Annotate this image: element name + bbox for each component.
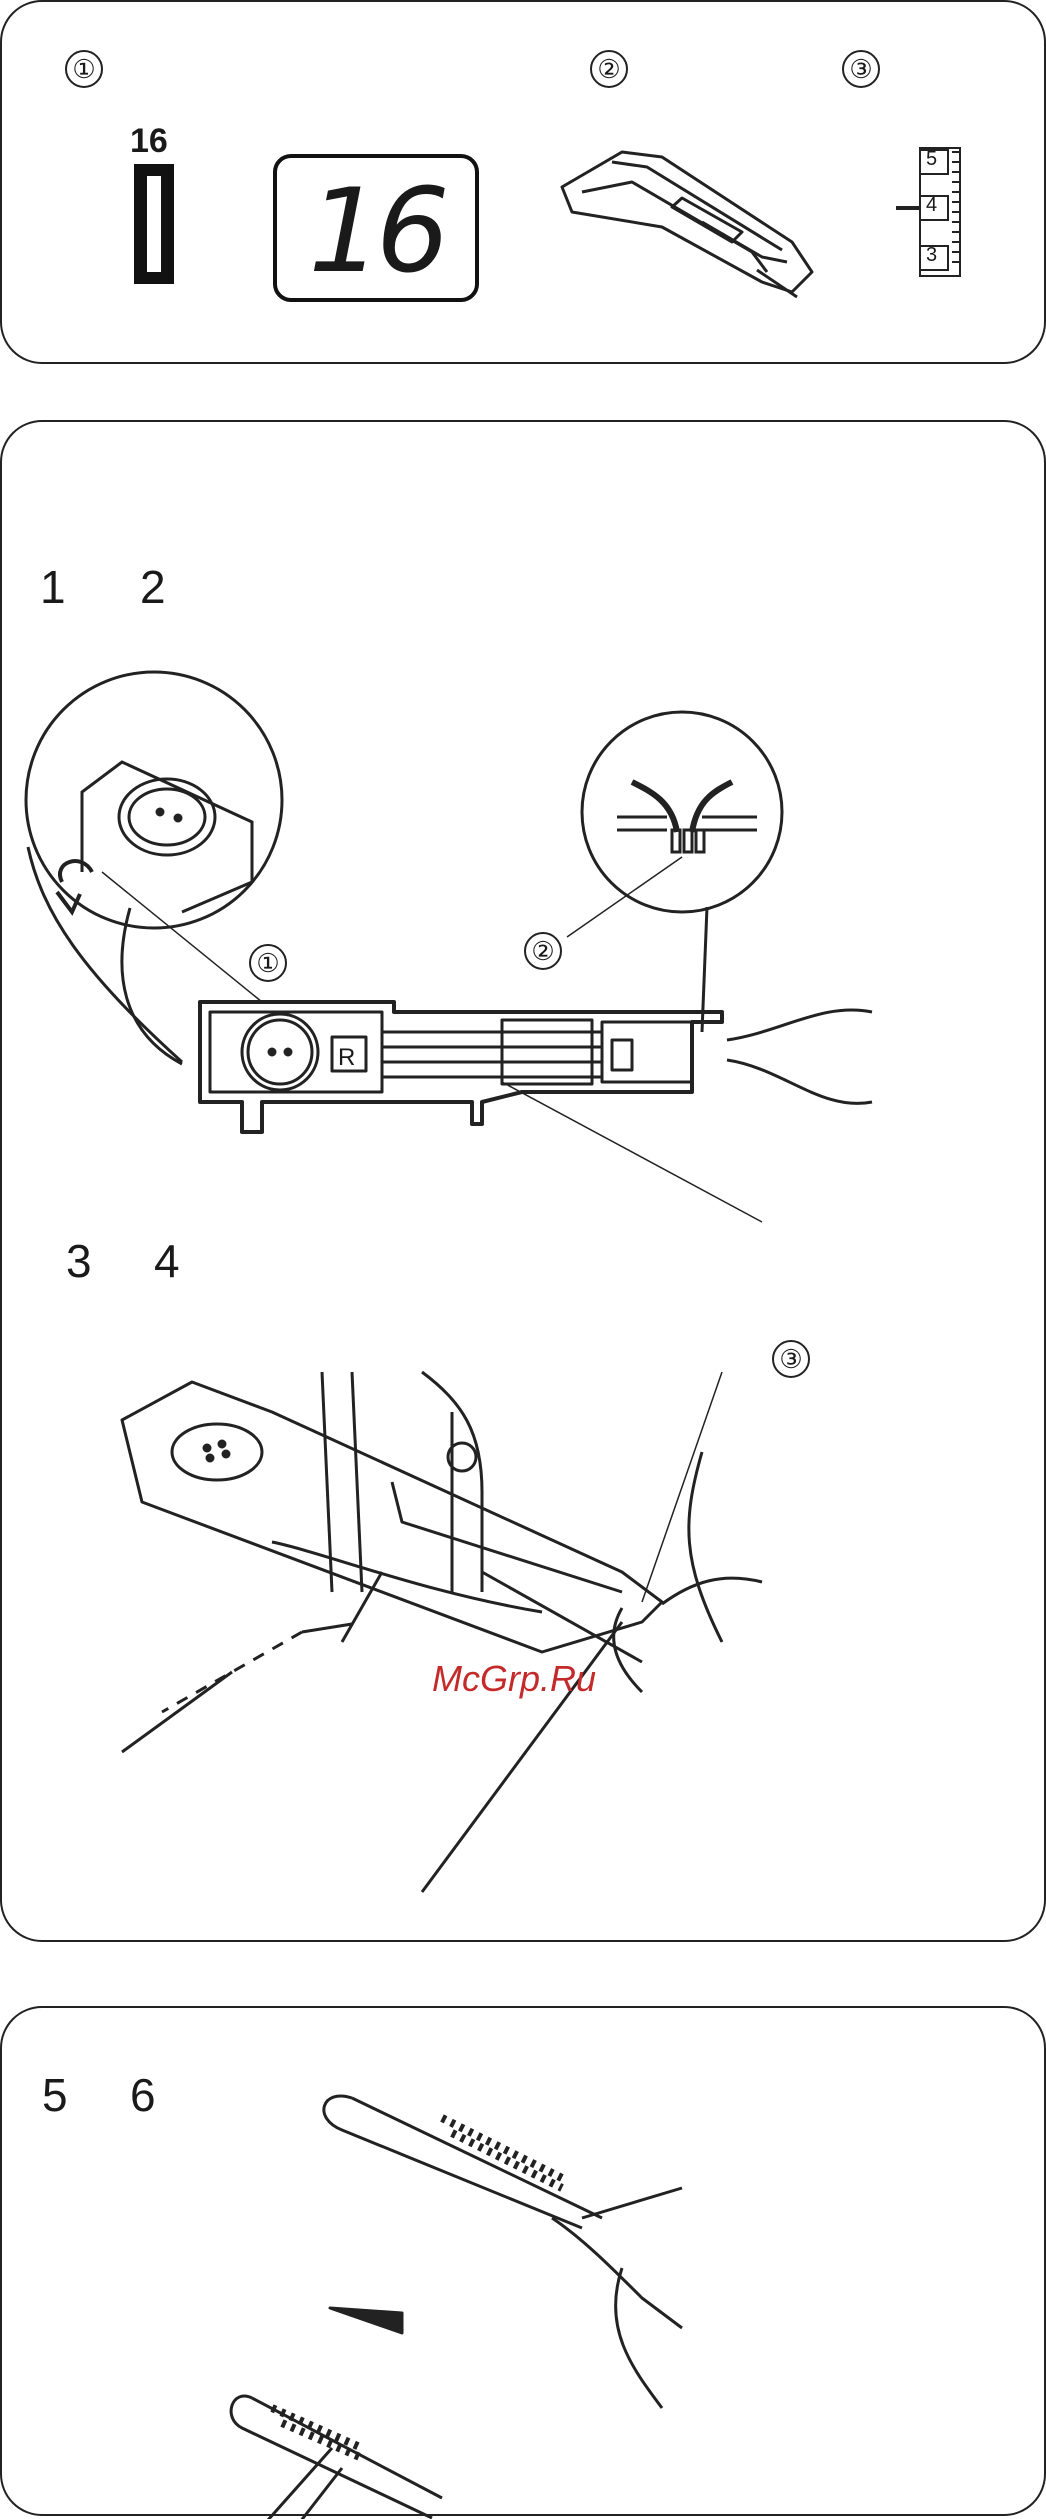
dial-number-3: 3 <box>926 244 937 267</box>
callout-2: ② <box>524 932 562 970</box>
settings-panel: ① ② ③ 16 16 <box>0 0 1046 364</box>
buttonhole-foot-top-view <box>182 992 882 1192</box>
buttonhole-foot-icon <box>552 132 822 312</box>
step-6-label: 6 <box>130 2068 156 2122</box>
marker-3: ③ <box>842 50 880 88</box>
sewing-illustration <box>122 1372 842 1912</box>
pattern-number: 16 <box>130 122 168 161</box>
step-1-label: 1 <box>40 560 66 614</box>
dial-number-4: 4 <box>926 194 937 217</box>
marker-2: ② <box>590 50 628 88</box>
dial-number-5: 5 <box>926 148 937 171</box>
foot-letter: R <box>338 1044 355 1072</box>
watermark: McGrp.Ru <box>432 1658 596 1700</box>
lcd-display: 16 <box>273 154 479 302</box>
seam-ripper-illustration <box>282 2068 742 2468</box>
step-4-label: 4 <box>154 1234 180 1288</box>
step-2-label: 2 <box>140 560 166 614</box>
step-5-label: 5 <box>42 2068 68 2122</box>
buttonhole-pattern-icon <box>132 162 178 288</box>
thread-guide-zoom-illustration <box>522 712 822 1022</box>
instructions-panel-5-6: 5 6 <box>0 2006 1046 2516</box>
step-3-label: 3 <box>66 1234 92 1288</box>
instructions-panel-1-4: 1 2 ① <box>0 420 1046 1942</box>
marker-1: ① <box>65 50 103 88</box>
callout-1: ① <box>249 944 287 982</box>
lcd-display-value: 16 <box>277 164 475 299</box>
